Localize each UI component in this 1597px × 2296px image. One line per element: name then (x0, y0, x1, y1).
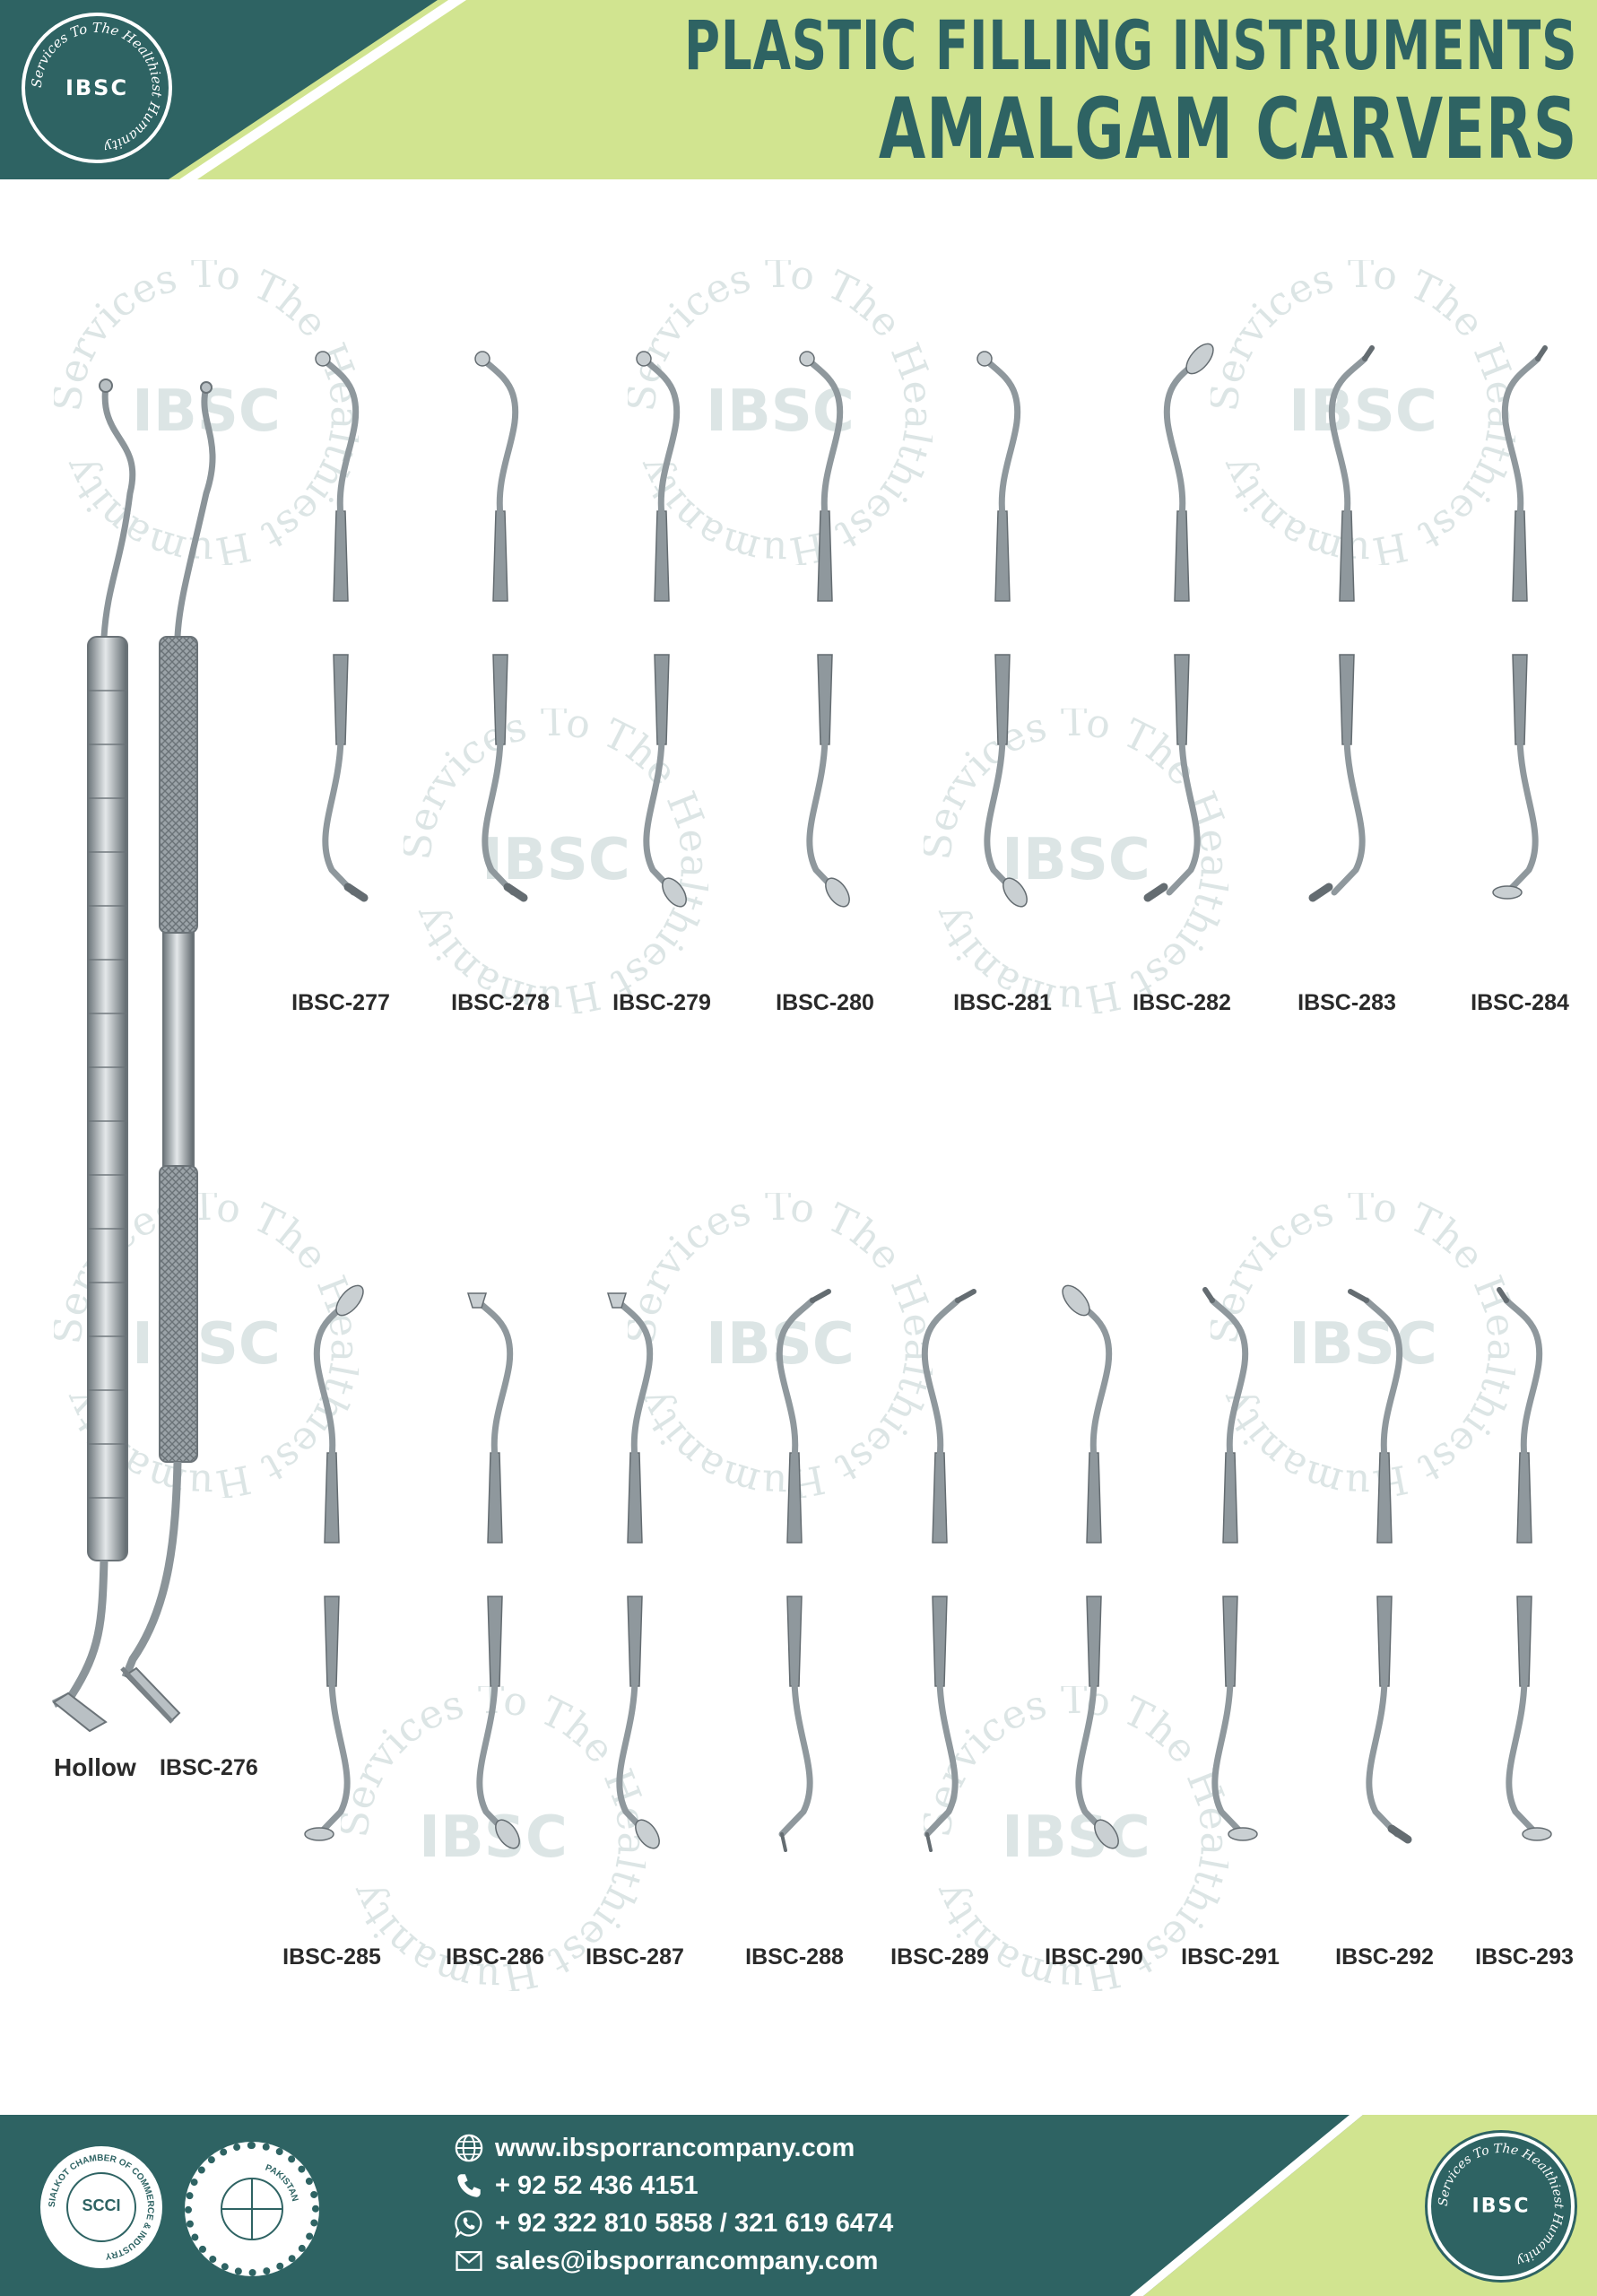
logo-mark: IBSC (65, 75, 129, 100)
row1-instrument (1143, 343, 1214, 902)
row1-instrument (976, 351, 1028, 908)
email-text: sales@ibsporrancompany.com (495, 2246, 879, 2275)
row2-instrument (1497, 1287, 1552, 1841)
header-banner (0, 0, 1597, 179)
row1-instrument (474, 351, 528, 902)
product-code: IBSC-293 (1475, 1944, 1574, 1970)
footer-logo-ring-text: Services To The Healthiest Humanity (1436, 2142, 1566, 2269)
row2-instrument (921, 1289, 976, 1852)
product-code: IBSC-283 (1298, 990, 1396, 1015)
row2-instrument (304, 1284, 364, 1841)
row2-instrument (776, 1289, 831, 1852)
product-code: IBSC-285 (282, 1944, 381, 1970)
product-code: IBSC-280 (776, 990, 874, 1015)
page-footer: SIALKOT CHAMBER OF COMMERCE & INDUSTRY S… (0, 2115, 1597, 2296)
phone-icon (457, 2174, 481, 2197)
scci-seal-text: SCCI (82, 2196, 121, 2214)
row2-instrument (1062, 1284, 1119, 1849)
globe-icon (455, 2134, 483, 2162)
row1-instrument (1308, 345, 1375, 902)
row2-instrument (1348, 1289, 1412, 1844)
product-code: IBSC-282 (1133, 990, 1231, 1015)
page-header: Services To The Healthiest Humanity IBSC… (0, 0, 1597, 179)
instrument-ibsc-276 (51, 378, 216, 1733)
logo-ring-text: Services To The Healthiest Humanity (29, 20, 165, 156)
contact-website[interactable]: www.ibsporrancompany.com (454, 2133, 855, 2163)
product-code: IBSC-289 (890, 1944, 989, 1970)
website-text: www.ibsporrancompany.com (495, 2133, 855, 2162)
svg-text:IBSC: IBSC (1002, 827, 1150, 893)
phone-text: + 92 52 436 4151 (495, 2170, 699, 2200)
row1-instrument (636, 351, 687, 908)
association-seal: PAKISTAN (185, 2142, 319, 2276)
product-code: IBSC-291 (1181, 1944, 1280, 1970)
company-logo: Services To The Healthiest Humanity IBSC (22, 13, 172, 163)
footer-company-logo: Services To The Healthiest Humanity IBSC (1428, 2133, 1575, 2280)
row2-instrument (606, 1292, 660, 1849)
contact-whatsapp[interactable]: + 92 322 810 5858 / 321 619 6474 (454, 2208, 893, 2239)
svg-text:IBSC: IBSC (1289, 1311, 1437, 1378)
product-code: IBSC-286 (446, 1944, 544, 1970)
svg-text:IBSC: IBSC (706, 378, 855, 445)
footer-logo-mark: IBSC (1471, 2195, 1531, 2218)
row2-instrument (466, 1292, 520, 1849)
svg-text:IBSC: IBSC (1002, 1805, 1150, 1871)
product-code: IBSC-287 (586, 1944, 684, 1970)
variant-label-hollow: Hollow (54, 1753, 136, 1781)
page-subtitle: AMALGAM CARVERS (878, 81, 1577, 178)
whatsapp-icon (455, 2210, 482, 2239)
row1-instrument (799, 351, 850, 908)
scci-seal-ring: SIALKOT CHAMBER OF COMMERCE & INDUSTRY (48, 2153, 155, 2261)
svg-text:IBSC: IBSC (1289, 378, 1437, 445)
product-code: IBSC-290 (1045, 1944, 1143, 1970)
product-code: IBSC-292 (1335, 1944, 1434, 1970)
product-code: IBSC-276 (160, 1755, 258, 1780)
row1-instrument (1492, 345, 1548, 900)
page-title: PLASTIC FILLING INSTRUMENTS (683, 5, 1577, 85)
product-code: IBSC-279 (612, 990, 711, 1015)
product-code: IBSC-284 (1471, 990, 1569, 1015)
association-seal-ring: PAKISTAN (221, 2163, 299, 2240)
product-code: IBSC-277 (291, 990, 390, 1015)
row1-instrument (315, 351, 369, 902)
product-code: IBSC-278 (451, 990, 550, 1015)
product-code: IBSC-288 (745, 1944, 844, 1970)
whatsapp-text: + 92 322 810 5858 / 321 619 6474 (495, 2208, 894, 2238)
row2-instrument (1202, 1287, 1258, 1841)
contact-phone[interactable]: + 92 52 436 4151 (454, 2170, 699, 2201)
mail-icon (456, 2250, 482, 2272)
scci-seal: SIALKOT CHAMBER OF COMMERCE & INDUSTRY S… (38, 2144, 165, 2271)
product-code: IBSC-281 (953, 990, 1052, 1015)
svg-text:IBSC: IBSC (132, 1311, 281, 1378)
contact-email[interactable]: sales@ibsporrancompany.com (454, 2246, 878, 2276)
